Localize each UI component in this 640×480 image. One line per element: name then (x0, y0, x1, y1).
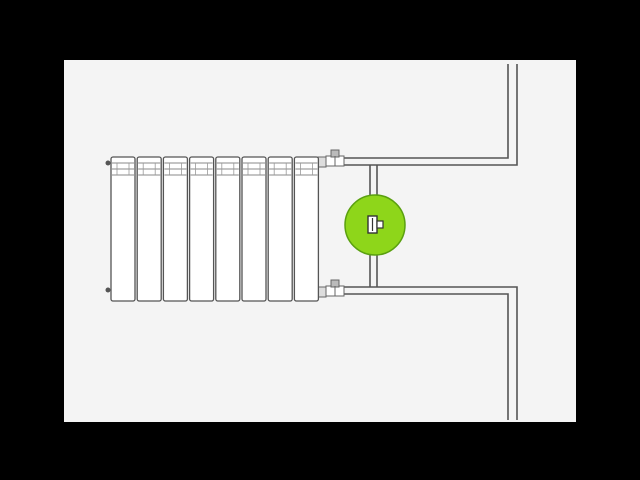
top-valve-connector (317, 156, 327, 168)
radiator-section-body (162, 156, 189, 302)
radiator-section (267, 156, 293, 302)
return-pipe-outer (344, 286, 518, 420)
radiator-section-body (293, 156, 320, 302)
radiator-top-plug (105, 160, 111, 166)
radiator-section (188, 156, 215, 302)
radiator-icon (105, 156, 320, 302)
supply-pipe-inner (344, 64, 509, 159)
radiator-section (110, 156, 136, 302)
radiator-section-body (267, 156, 293, 302)
bottom-valve-connector (317, 286, 327, 298)
radiator-section-body (136, 156, 162, 302)
valve-handle (376, 220, 384, 229)
radiator-section (136, 156, 162, 302)
thermostatic-valve-icon (317, 149, 345, 168)
radiator-section-body (215, 156, 241, 302)
return-pipe-inner (344, 293, 509, 420)
radiator-section-body (188, 156, 215, 302)
radiator-section-body (110, 156, 136, 302)
radiator-section (215, 156, 241, 302)
radiator-section (241, 156, 267, 302)
top-valve-cap (330, 149, 340, 158)
valve-icon (367, 215, 384, 234)
bottom-valve-cap (330, 279, 340, 288)
radiator-section (293, 156, 320, 302)
radiator-bottom-plug (105, 287, 111, 293)
radiator-section-body (241, 156, 267, 302)
supply-pipe-outer (344, 64, 518, 166)
radiator-section (162, 156, 189, 302)
